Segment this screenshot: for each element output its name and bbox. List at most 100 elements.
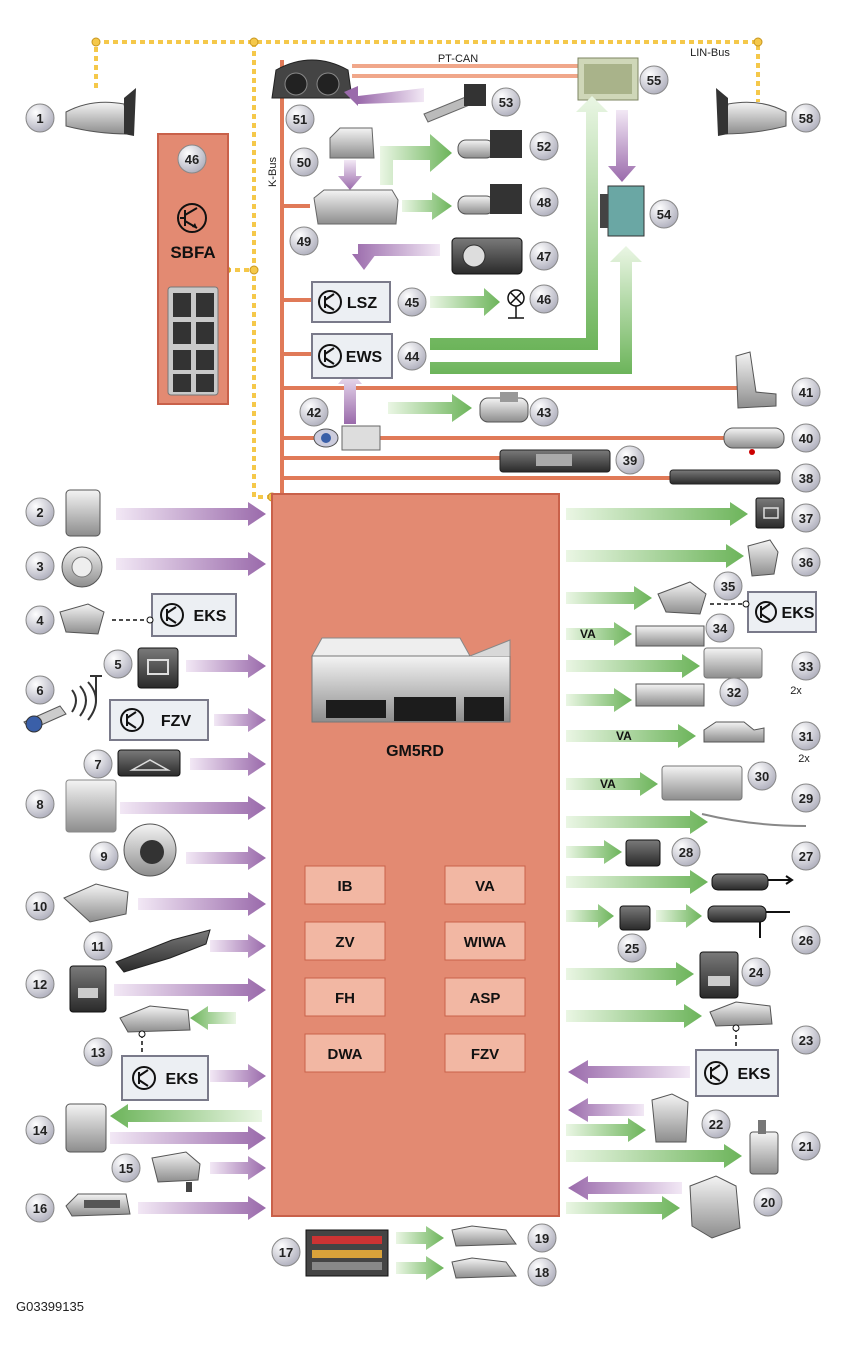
function-asp: ASP — [470, 990, 501, 1007]
badge-37: 37 — [791, 503, 821, 533]
svg-text:7: 7 — [94, 757, 101, 772]
badge-53: 53 — [491, 87, 521, 117]
svg-text:18: 18 — [535, 1265, 549, 1280]
lin-bus-label: LIN-Bus — [690, 47, 730, 59]
badge-46b: 46 — [529, 284, 559, 314]
svg-text:54: 54 — [657, 207, 672, 222]
badge-2: 2 — [25, 497, 55, 527]
badge-10: 10 — [25, 891, 55, 921]
svg-text:31: 31 — [799, 729, 813, 744]
instrument-cluster-image — [271, 59, 353, 99]
svg-text:19: 19 — [535, 1231, 549, 1246]
left-arrows — [110, 502, 266, 1220]
svg-text:50: 50 — [297, 155, 311, 170]
badge-39: 39 — [615, 445, 645, 475]
multiplier-33: 2x — [790, 685, 802, 697]
eks-13-label: EKS — [166, 1071, 199, 1088]
starter-43-image — [479, 392, 529, 423]
svg-text:6: 6 — [36, 683, 43, 698]
badge-24: 24 — [741, 957, 771, 987]
va-label-31: VA — [616, 729, 632, 743]
badge-13: 13 — [83, 1037, 113, 1067]
eks-23-label: EKS — [738, 1066, 771, 1083]
svg-text:47: 47 — [537, 249, 551, 264]
climate-panel-39-image — [499, 449, 611, 473]
badge-9: 9 — [89, 841, 119, 871]
badge-42: 42 — [299, 397, 329, 427]
svg-text:38: 38 — [799, 471, 813, 486]
top-arrows — [338, 86, 642, 424]
svg-text:53: 53 — [499, 95, 513, 110]
badge-17: 17 — [271, 1237, 301, 1267]
badge-15: 15 — [111, 1153, 141, 1183]
light-switch-47-image — [451, 237, 523, 275]
ews-box: EWS — [311, 333, 393, 379]
svg-text:24: 24 — [749, 965, 764, 980]
fzv-label: FZV — [161, 713, 192, 730]
svg-text:52: 52 — [537, 139, 551, 154]
svg-text:32: 32 — [727, 685, 741, 700]
svg-text:58: 58 — [799, 111, 813, 126]
central-module-gm5rd: GM5RD — [271, 493, 560, 1217]
badge-49: 49 — [289, 226, 319, 256]
svg-text:41: 41 — [799, 385, 813, 400]
badge-19: 19 — [527, 1223, 557, 1253]
function-ib: IB — [338, 878, 353, 895]
svg-text:30: 30 — [755, 769, 769, 784]
transistor-icon — [177, 203, 207, 233]
sbfa-panel: 46 SBFA — [157, 133, 229, 405]
va-labels: VA VA VA — [580, 627, 632, 791]
badge-50: 50 — [289, 147, 319, 177]
sbfa-number: 46 — [185, 152, 199, 167]
svg-text:25: 25 — [625, 941, 639, 956]
badge-7: 7 — [83, 749, 113, 779]
eks-box-23: EKS — [695, 1024, 779, 1097]
badge-38: 38 — [791, 463, 821, 493]
svg-text:23: 23 — [799, 1033, 813, 1048]
switch-strip-38-image — [669, 469, 781, 485]
badge-26: 26 — [791, 925, 821, 955]
sbfa-label: SBFA — [170, 243, 215, 262]
eks-4-label: EKS — [194, 608, 227, 625]
svg-text:9: 9 — [100, 849, 107, 864]
badge-11: 11 — [83, 931, 113, 961]
function-zv: ZV — [335, 934, 354, 951]
badge-5: 5 — [103, 649, 133, 679]
pt-can-label: PT-CAN — [438, 53, 478, 65]
mirror-left-image — [65, 88, 136, 136]
badge-20: 20 — [753, 1187, 783, 1217]
svg-text:12: 12 — [33, 977, 47, 992]
svg-text:51: 51 — [293, 112, 307, 127]
lsz-box: LSZ — [311, 281, 391, 323]
va-label-30: VA — [600, 777, 616, 791]
function-va: VA — [475, 878, 495, 895]
fzv-box: FZV — [109, 699, 209, 741]
badge-23: 23 — [791, 1025, 821, 1055]
badge-28: 28 — [671, 837, 701, 867]
badge-25: 25 — [617, 933, 647, 963]
badge-41: 41 — [791, 377, 821, 407]
va-label-34: VA — [580, 627, 596, 641]
svg-text:13: 13 — [91, 1045, 105, 1060]
svg-text:22: 22 — [709, 1117, 723, 1132]
module-54-image — [600, 185, 645, 237]
key-42-image — [313, 425, 381, 451]
svg-text:29: 29 — [799, 791, 813, 806]
svg-text:33: 33 — [799, 659, 813, 674]
svg-text:49: 49 — [297, 234, 311, 249]
svg-text:20: 20 — [761, 1195, 775, 1210]
badge-27: 27 — [791, 841, 821, 871]
svg-text:45: 45 — [405, 295, 419, 310]
badge-6: 6 — [25, 675, 55, 705]
eks-box-4: EKS — [112, 593, 237, 637]
badge-12: 12 — [25, 969, 55, 999]
svg-text:21: 21 — [799, 1139, 813, 1154]
number-badges: 1 58 51 53 55 50 52 54 48 49 47 45 46 44… — [25, 65, 821, 1287]
function-dwa: DWA — [328, 1046, 363, 1063]
lin-bus-lines — [94, 40, 760, 499]
badge-55: 55 — [639, 65, 669, 95]
svg-text:3: 3 — [36, 559, 43, 574]
badge-36: 36 — [791, 547, 821, 577]
svg-text:43: 43 — [537, 405, 551, 420]
lsz-label: LSZ — [347, 295, 377, 312]
